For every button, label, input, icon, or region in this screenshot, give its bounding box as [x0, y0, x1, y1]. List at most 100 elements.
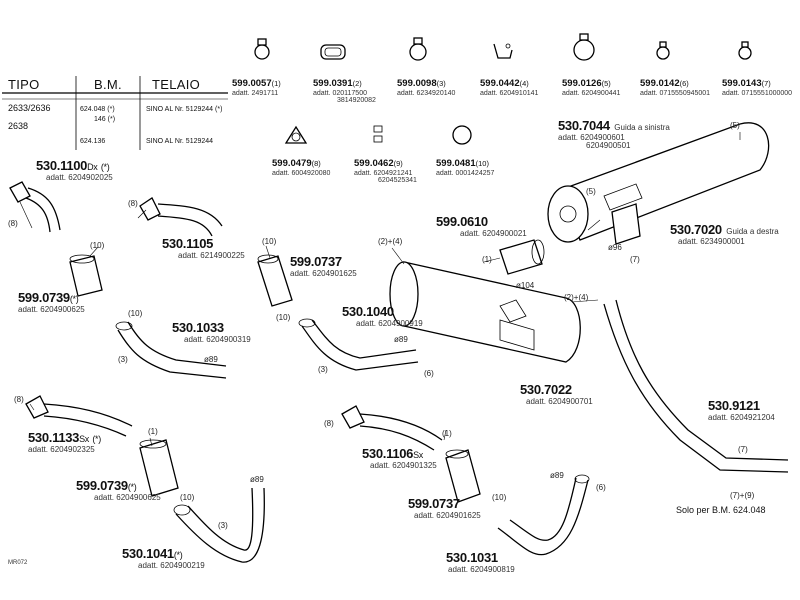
part-label-599-0610: 599.0610 adatt. 6204900021 — [436, 214, 527, 238]
pipe-530-1100 — [9, 181, 61, 233]
callout-diameter: ø96 — [608, 243, 622, 252]
callout-8: (8) — [8, 219, 18, 228]
small-part-label: 599.0481(10) adatt. 0001424257 — [436, 158, 495, 177]
callout-10: (10) — [90, 241, 105, 250]
small-part-label: 599.0462(9) adatt. 6204921241 6204525341 — [354, 158, 417, 184]
part-label-530-7022: 530.7022 adatt. 6204900701 — [520, 382, 593, 406]
table-grid — [2, 76, 228, 150]
callout-5: (5) — [586, 187, 596, 196]
callout-7: (7) — [630, 255, 640, 264]
part-label-599-0737-lower: 599.0737 adatt. 6204901625 — [408, 496, 481, 520]
small-part-label: 599.0126(5) adatt. 6204900441 — [562, 78, 621, 97]
part-label-530-9121: 530.9121 adatt. 6204921204 — [708, 398, 775, 422]
pipe-530-1106 — [341, 405, 443, 451]
part-label-599-0739-lower: 599.0739(*) adatt. 6204900625 — [76, 478, 161, 502]
table-cell-bm-0: 624.048 (*) — [80, 106, 115, 113]
callout-3: (3) — [218, 521, 228, 530]
callout-10: (10) — [276, 313, 291, 322]
callout-3: (3) — [118, 355, 128, 364]
callout-10: (10) — [180, 493, 195, 502]
hose-clamp-icon — [738, 41, 752, 60]
table-cell-telaio-0: SINO AL Nr. 5129244 (*) — [146, 106, 223, 113]
pipe-sleeve-599-0739 — [69, 254, 103, 297]
hose-clamp-icon — [254, 38, 270, 60]
callout-1: (1) — [482, 255, 492, 264]
callout-diameter: ø89 — [394, 335, 408, 344]
small-part-label: 599.0098(3) adatt. 6234920140 — [397, 78, 456, 97]
pipe-sleeve-599-0739-lower — [139, 439, 179, 497]
hose-clamp-icon — [573, 33, 595, 61]
hose-clamp-icon — [409, 37, 427, 61]
callout-diameter: ø89 — [250, 475, 264, 484]
callout-2-4: (2)+(4) — [378, 237, 403, 246]
small-part-label: 599.0391(2) adatt. 020117500 3814920082 — [313, 78, 376, 104]
bolt-set-icon — [373, 125, 383, 143]
small-part-label: 599.0143(7) adatt. 0715551000000 — [722, 78, 793, 97]
callout-3: (3) — [318, 365, 328, 374]
small-part-label: 599.0057(1) adatt. 2491711 — [232, 78, 281, 97]
callout-8: (8) — [128, 199, 138, 208]
callout-10: (10) — [262, 237, 277, 246]
part-label-530-7020: 530.7020 Guida a destra adatt. 623490000… — [670, 222, 779, 246]
callout-10: (10) — [128, 309, 143, 318]
leader-lines — [19, 132, 741, 447]
callout-2-4: (2)+(4) — [564, 293, 589, 302]
part-label-530-1041: 530.1041(*) adatt. 6204900219 — [122, 546, 205, 570]
small-part-label: 599.0479(8) adatt. 6004920080 — [272, 158, 331, 177]
note-bm-only: Solo per B.M. 624.048 — [676, 505, 766, 515]
part-label-530-1031: 530.1031 adatt. 6204900819 — [446, 550, 515, 574]
silencer-530-7022 — [389, 261, 581, 363]
pipe-530-9121 — [603, 299, 789, 473]
callout-6: (6) — [424, 369, 434, 378]
callout-5: (5) — [730, 121, 740, 130]
part-label-530-1100: 530.1100Dx (*) adatt. 6204902025 — [36, 158, 113, 182]
pipe-530-1033 — [115, 321, 227, 379]
table-header-tipo: TIPO — [8, 77, 40, 92]
table-cell-bm-2: 624.136 — [80, 138, 106, 145]
callout-7: (7) — [738, 445, 748, 454]
part-label-599-0739: 599.0739(*) adatt. 6204900625 — [18, 290, 85, 314]
table-cell-tipo-0: 2633/2636 — [8, 103, 51, 113]
small-part-label: 599.0142(6) adatt. 0715550945001 — [640, 78, 711, 97]
callout-diameter: ø89 — [204, 355, 218, 364]
callout-10: (10) — [492, 493, 507, 502]
ring-icon — [452, 125, 472, 145]
callout-7-9: (7)+(9) — [730, 491, 755, 500]
pipe-530-1031 — [497, 474, 590, 556]
pipe-530-1105 — [139, 197, 223, 237]
callout-diameter: ø89 — [550, 471, 564, 480]
part-label-530-1040: 530.1040 adatt. 6204900919 — [342, 304, 423, 328]
table-header-telaio: TELAIO — [152, 77, 201, 92]
table-cell-tipo-1: 2638 — [8, 121, 29, 131]
small-part-label: 599.0442(4) adatt. 6204910141 — [480, 78, 539, 97]
hose-clamp-icon — [656, 41, 670, 60]
table-cell-bm-1: 146 (*) — [94, 116, 116, 123]
pipe-530-1133 — [25, 395, 133, 437]
silencer-530-7044 — [547, 122, 770, 245]
pipe-530-1040 — [298, 318, 419, 371]
part-label-530-1033: 530.1033 adatt. 6204900319 — [172, 320, 251, 344]
gasket-icon — [284, 125, 308, 144]
bracket-icon — [493, 43, 513, 59]
callout-6: (6) — [596, 483, 606, 492]
part-label-530-1105: 530.1105 adatt. 6214900225 — [162, 236, 245, 260]
callout-1: (1) — [148, 427, 158, 436]
pipe-530-1041 — [173, 487, 265, 563]
part-label-530-1106: 530.1106Sx adatt. 6204901325 — [362, 446, 437, 470]
rubber-mount-icon — [320, 44, 346, 60]
callout-diameter: ø104 — [516, 281, 535, 290]
callout-1: (1) — [442, 429, 452, 438]
part-label-599-0737: 599.0737 adatt. 6204901625 — [290, 254, 357, 278]
callout-8: (8) — [14, 395, 24, 404]
part-label-530-7044: 530.7044 Guida a sinistra adatt. 6204900… — [558, 118, 670, 150]
part-label-530-1133: 530.1133Sx (*) adatt. 6204902325 — [28, 430, 101, 454]
table-cell-telaio-2: SINO AL Nr. 5129244 — [146, 138, 214, 145]
pipe-sleeve-599-0737-lower — [445, 449, 481, 503]
callout-8: (8) — [324, 419, 334, 428]
table-header-bm: B.M. — [94, 77, 122, 92]
diagram-reference: MR072 — [8, 560, 28, 566]
pipe-599-0610 — [499, 239, 545, 275]
pipe-sleeve-599-0737 — [257, 254, 293, 307]
